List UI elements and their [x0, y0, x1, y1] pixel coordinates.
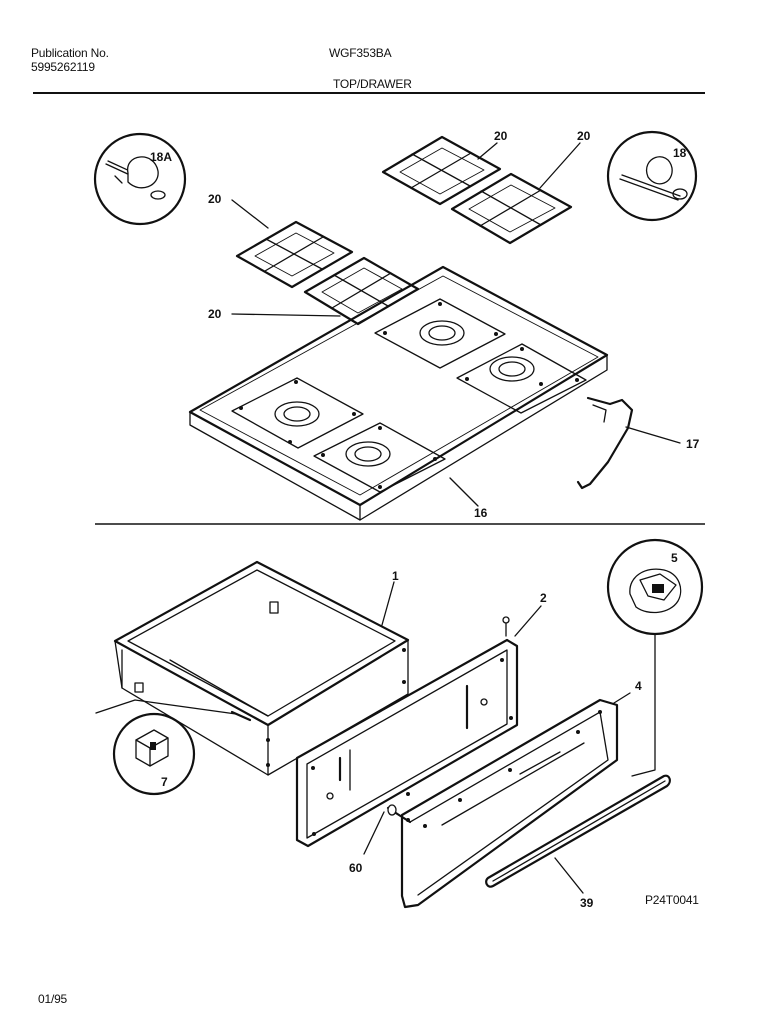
- leader-lines: [231, 142, 681, 894]
- callout-cooktop: 16: [474, 506, 488, 520]
- callout-drawer: 1: [392, 569, 399, 583]
- grate-front-left: [235, 220, 354, 289]
- grate-back-left: [381, 135, 502, 206]
- support-rod: [576, 396, 634, 490]
- callout-rod: 17: [686, 437, 700, 451]
- callout-grate-d: 20: [577, 129, 591, 143]
- burner-cap-18a-inset: [93, 132, 187, 226]
- section-title: TOP/DRAWER: [333, 77, 412, 91]
- clip-inset: [95, 699, 237, 796]
- burner-cap-18-inset: [606, 130, 698, 222]
- publication-label: Publication No.: [31, 46, 109, 60]
- callout-screw: 60: [349, 861, 363, 875]
- grate-front-right: [303, 256, 420, 326]
- callout-handle: 39: [580, 896, 594, 910]
- callout-grate-a: 20: [208, 192, 222, 206]
- model-number: WGF353BA: [329, 46, 392, 60]
- screw: [386, 804, 412, 824]
- callout-cap-18a: 18A: [150, 150, 172, 164]
- callout-trim: 4: [635, 679, 642, 693]
- callout-cap-18: 18: [673, 146, 687, 160]
- callout-grate-b: 20: [208, 307, 222, 321]
- publication-number: 5995262119: [31, 60, 95, 74]
- grate-back-right: [450, 172, 573, 245]
- drawer-trim-panel: [400, 698, 619, 909]
- knob-inset: [606, 538, 704, 777]
- drawer-handle: [485, 774, 671, 888]
- callout-knob: 5: [671, 551, 678, 565]
- footer-date: 01/95: [38, 992, 68, 1006]
- diagram-reference: P24T0041: [645, 893, 699, 907]
- callout-grate-c: 20: [494, 129, 508, 143]
- callout-drawer-front: 2: [540, 591, 547, 605]
- callout-clip: 7: [161, 775, 168, 789]
- drawer-front-panel: [295, 616, 519, 848]
- cooktop: [188, 265, 609, 521]
